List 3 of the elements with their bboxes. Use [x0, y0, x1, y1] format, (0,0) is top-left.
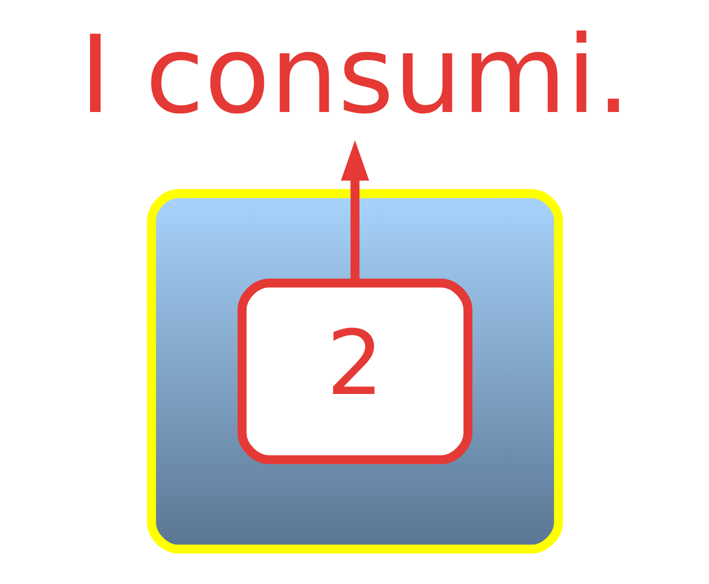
node-box: 2 — [237, 278, 472, 464]
cluster — [146, 189, 562, 554]
node-text: I consumi. — [79, 12, 630, 138]
